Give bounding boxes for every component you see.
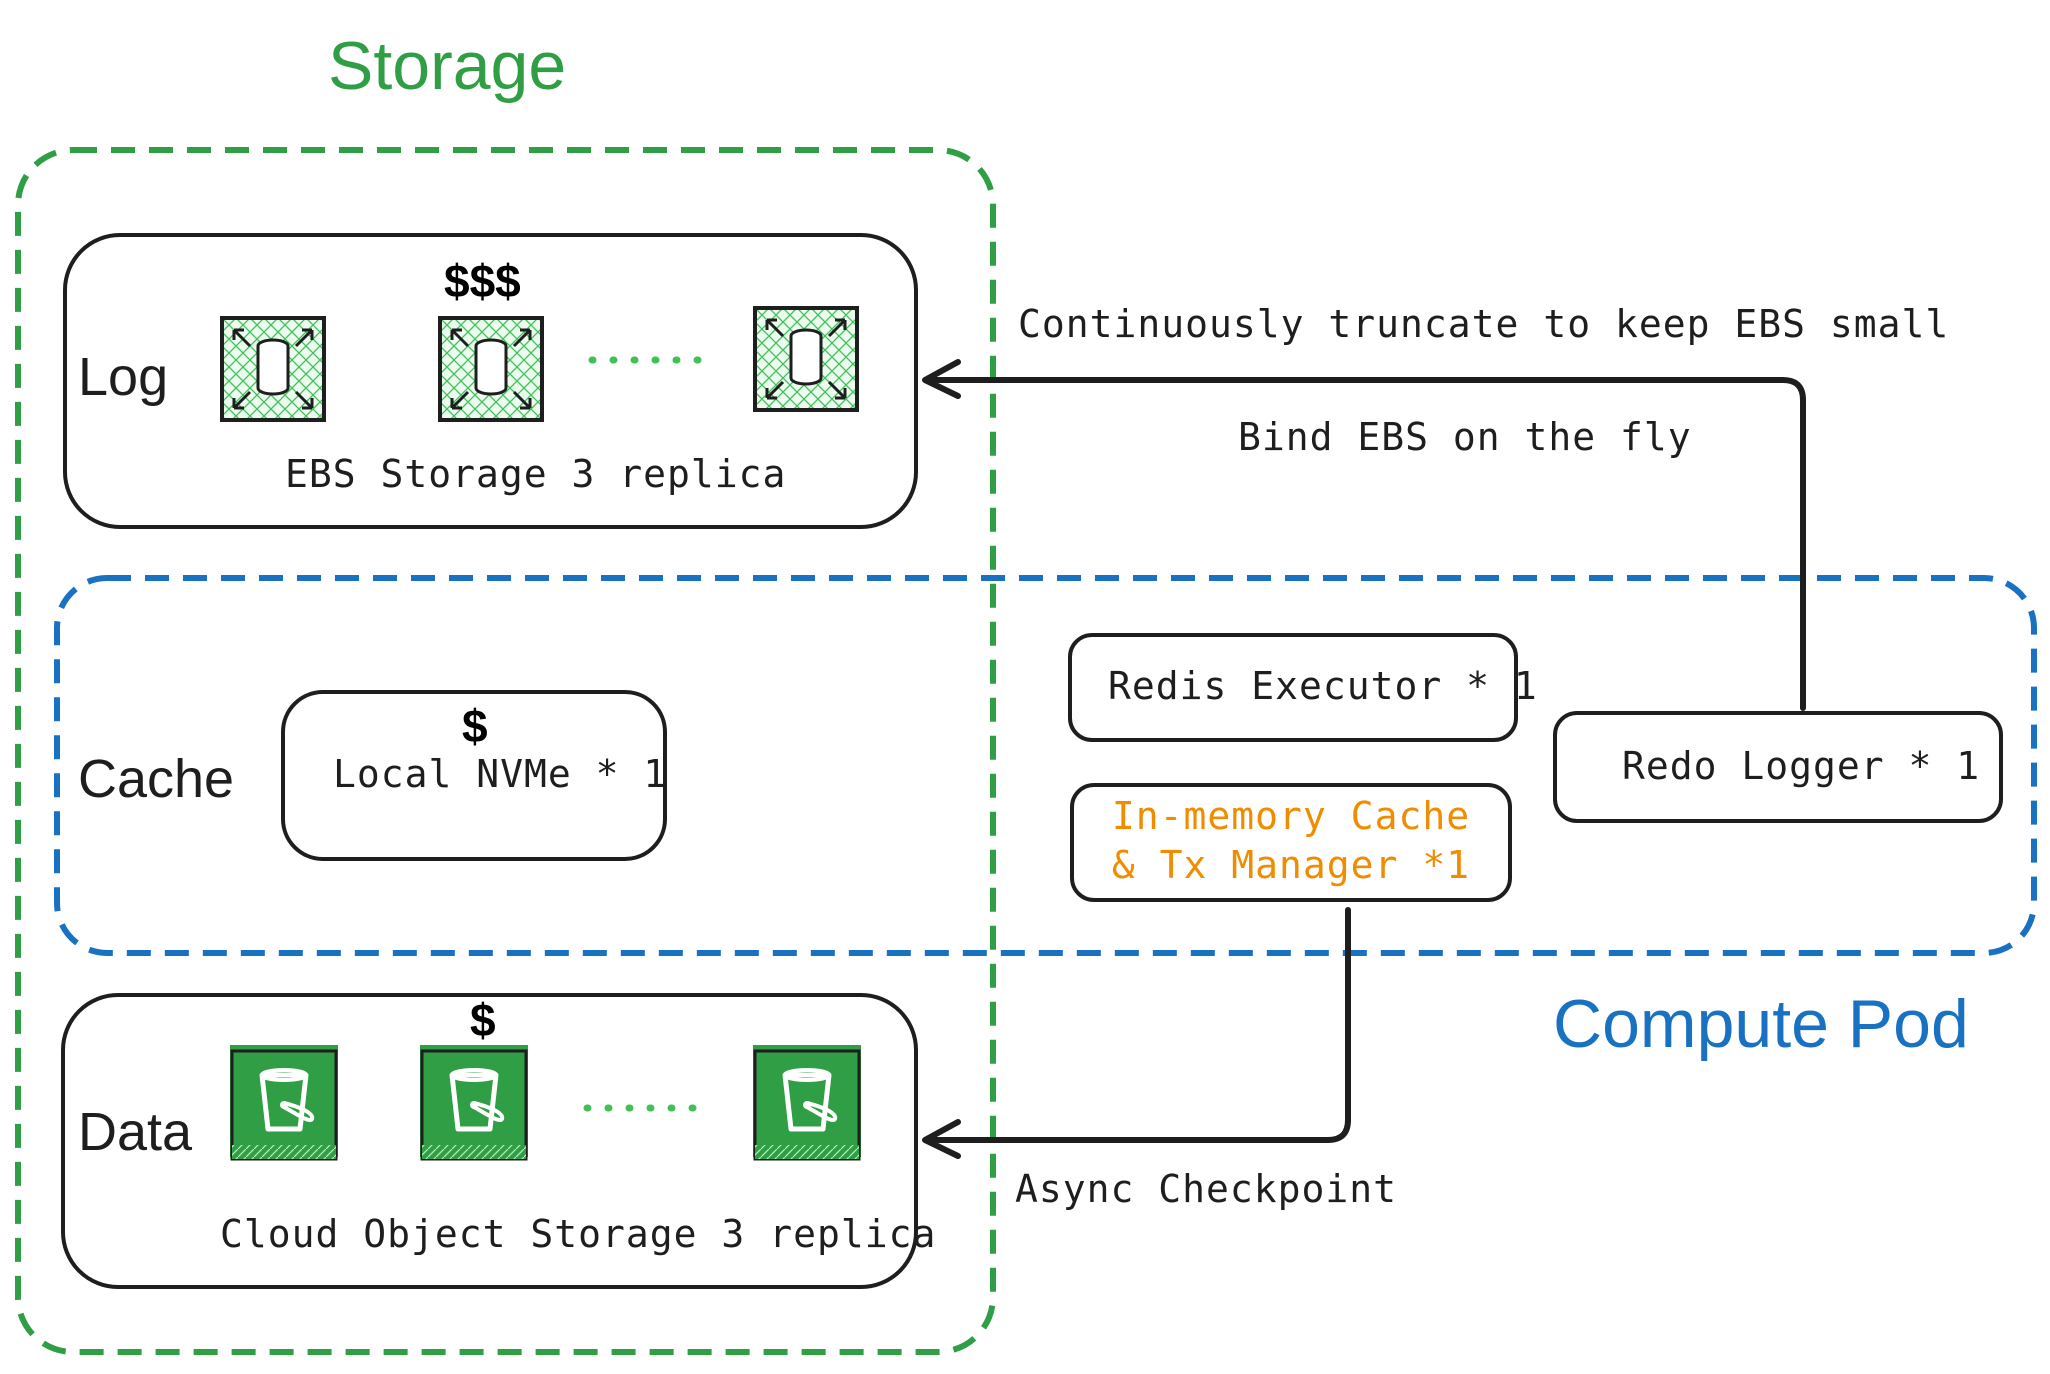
local-nvme-box (281, 690, 667, 861)
s3-bucket-icon (230, 1045, 338, 1161)
storage-group-border (15, 147, 996, 1355)
redis-executor-box (1068, 633, 1518, 742)
data-label: Data (78, 1102, 193, 1162)
data-cost-badge: $ (466, 997, 500, 1043)
ebs-volume-icon (220, 316, 326, 422)
redo-to-log-arrowhead (922, 359, 961, 399)
compute-pod-group-border (54, 575, 2037, 956)
cache-to-data-arrowhead (922, 1119, 961, 1159)
log-box (63, 233, 918, 529)
redo-to-log-arrow (925, 377, 1806, 711)
redo-logger-label: Redo Logger * 1 (1622, 744, 1981, 788)
ebs-volume-icon (753, 306, 859, 412)
data-box (61, 993, 918, 1289)
in-memory-cache-box (1070, 783, 1512, 902)
truncate-edge-label: Continuously truncate to keep EBS small (1018, 302, 1950, 346)
log-label: Log (78, 347, 169, 407)
checkpoint-edge-label: Async Checkpoint (1015, 1167, 1398, 1211)
redis-executor-label: Redis Executor * 1 (1108, 664, 1538, 708)
in-memory-cache-label-line1: In-memory Cache (1111, 794, 1471, 838)
bind-edge-label: Bind EBS on the fly (1238, 415, 1692, 459)
cache-label: Cache (78, 749, 235, 809)
redo-logger-box (1553, 711, 2003, 823)
compute-pod-title: Compute Pod (1553, 986, 1969, 1062)
cache-cost-badge: $ (462, 700, 488, 752)
data-caption: Cloud Object Storage 3 replica (220, 1212, 937, 1256)
s3-bucket-icon (753, 1045, 861, 1161)
ebs-volume-icon (438, 316, 544, 422)
cache-to-data-arrow (925, 907, 1351, 1143)
local-nvme-label: Local NVMe * 1 (333, 752, 668, 796)
log-caption: EBS Storage 3 replica (285, 452, 787, 496)
in-memory-cache-label-line2: & Tx Manager *1 (1111, 843, 1471, 887)
log-cost-badge: $$$ (444, 255, 521, 307)
storage-title: Storage (328, 28, 567, 104)
s3-bucket-icon (420, 1045, 528, 1161)
